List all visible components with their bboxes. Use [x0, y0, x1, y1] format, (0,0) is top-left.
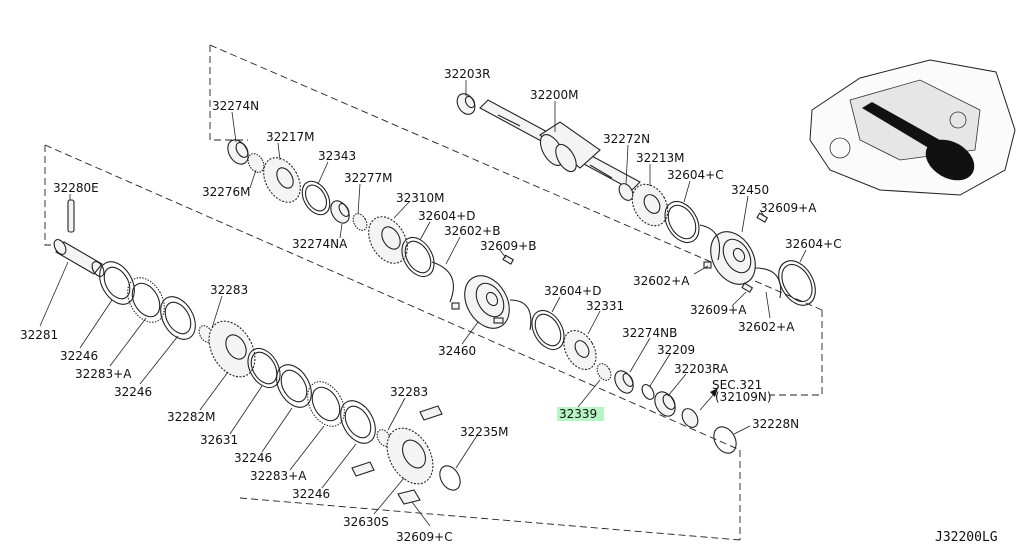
assembly-boundary-upper — [209, 44, 823, 396]
label-32246-2[interactable]: 32246 — [114, 385, 152, 399]
snap-ring-32604d-lower[interactable] — [509, 299, 571, 355]
label-32217m[interactable]: 32217M — [266, 130, 315, 144]
label-32283-1[interactable]: 32283 — [210, 283, 248, 297]
shaft-32281[interactable] — [52, 238, 107, 279]
gear-32310m[interactable] — [361, 210, 415, 270]
label-32274n[interactable]: 32274N — [212, 99, 259, 113]
arrow-to-sec — [699, 388, 718, 411]
label-32246-3[interactable]: 32246 — [234, 451, 272, 465]
label-32274nb[interactable]: 32274NB — [622, 326, 677, 340]
gear-32331[interactable] — [557, 325, 602, 375]
transmission-case-illustration — [809, 59, 1016, 196]
label-32277m[interactable]: 32277M — [344, 171, 393, 185]
sec-ref-line1[interactable]: SEC.321 — [712, 378, 762, 392]
bush-32274na[interactable] — [327, 198, 353, 227]
gear-32217m[interactable] — [256, 151, 308, 209]
washer-32246-b[interactable] — [154, 291, 203, 346]
washer-32246-a[interactable] — [93, 256, 142, 311]
label-32609a-1[interactable]: 32609+A — [760, 201, 817, 215]
snap-ring-32604c-upper[interactable] — [658, 195, 706, 248]
highlight-32339 — [557, 407, 604, 421]
part-labels: 32203R 32200M 32274N 32217M 32343 32272N… — [20, 67, 998, 545]
label-32609a-2[interactable]: 32609+A — [690, 303, 747, 317]
snap-ring-32604d-upper[interactable] — [395, 232, 440, 282]
label-32280e[interactable]: 32280E — [53, 181, 99, 195]
label-32235m[interactable]: 32235M — [460, 425, 509, 439]
diagram-code: J32200LG — [935, 530, 998, 545]
synchro-hub-32450[interactable] — [702, 224, 765, 292]
needle-32276m[interactable] — [245, 151, 267, 175]
main-shaft-32200m[interactable] — [479, 99, 641, 191]
label-32604c-1[interactable]: 32604+C — [667, 168, 724, 182]
label-32274na[interactable]: 32274NA — [292, 237, 348, 251]
bearing-32203r[interactable] — [454, 90, 479, 117]
label-32283a-1[interactable]: 32283+A — [75, 367, 132, 381]
bearing-32283a-a[interactable] — [120, 271, 172, 329]
spring-32602a-upper[interactable] — [699, 224, 721, 269]
washer-32246-d[interactable] — [334, 395, 383, 450]
label-32209[interactable]: 32209 — [657, 343, 695, 357]
label-32602a-2[interactable]: 32602+A — [738, 320, 795, 334]
washer-32343[interactable] — [297, 176, 336, 219]
label-32203r[interactable]: 32203R — [444, 67, 491, 81]
label-32276m[interactable]: 32276M — [202, 185, 251, 199]
label-32200m[interactable]: 32200M — [530, 88, 579, 102]
needle-32339[interactable] — [594, 361, 613, 383]
label-32630s[interactable]: 32630S — [343, 515, 389, 529]
label-32283-2[interactable]: 32283 — [390, 385, 428, 399]
synchro-32630s[interactable] — [351, 405, 443, 492]
cap-32228n[interactable] — [709, 423, 740, 457]
label-32609b[interactable]: 32609+B — [480, 239, 536, 253]
label-32602a-1[interactable]: 32602+A — [633, 274, 690, 288]
snap-ring-32604c-right[interactable] — [771, 254, 823, 312]
spring-32602b[interactable] — [431, 261, 460, 310]
needle-bearing-32272n[interactable] — [616, 181, 635, 203]
pin-32280e[interactable] — [67, 199, 75, 233]
leader-lines — [39, 80, 807, 527]
snap-ring-32235m[interactable] — [436, 462, 465, 494]
label-32283a-2[interactable]: 32283+A — [250, 469, 307, 483]
label-32343[interactable]: 32343 — [318, 149, 356, 163]
label-32203ra[interactable]: 32203RA — [674, 362, 729, 376]
label-32631[interactable]: 32631 — [200, 433, 238, 447]
label-32609c[interactable]: 32609+C — [396, 530, 453, 544]
needle-32277m[interactable] — [350, 211, 369, 233]
insert-32609c[interactable] — [397, 489, 421, 505]
label-32272n[interactable]: 32272N — [603, 132, 650, 146]
label-32339[interactable]: 32339 — [559, 407, 597, 421]
label-32213m[interactable]: 32213M — [636, 151, 685, 165]
label-32460[interactable]: 32460 — [438, 344, 476, 358]
bearing-32274n[interactable] — [224, 136, 253, 168]
synchro-hub-32460[interactable] — [456, 268, 519, 336]
label-32228n[interactable]: 32228N — [752, 417, 799, 431]
snap-ring-32631[interactable] — [241, 343, 286, 393]
label-32281[interactable]: 32281 — [20, 328, 58, 342]
nut-part[interactable] — [679, 406, 701, 430]
label-32604d-1[interactable]: 32604+D — [418, 209, 475, 223]
label-32450[interactable]: 32450 — [731, 183, 769, 197]
bearing-32203ra[interactable] — [651, 388, 680, 420]
label-32331[interactable]: 32331 — [586, 299, 624, 313]
bearing-32283a-b[interactable] — [300, 375, 352, 433]
washer-32246-c[interactable] — [270, 359, 319, 414]
bush-32274nb[interactable] — [611, 368, 637, 397]
label-32604c-2[interactable]: 32604+C — [785, 237, 842, 251]
label-32602b[interactable]: 32602+B — [444, 224, 500, 238]
gear-32282m[interactable] — [200, 313, 265, 385]
spring-32602a-right[interactable] — [741, 267, 782, 299]
gear-32213m[interactable] — [625, 178, 675, 232]
label-32246-4[interactable]: 32246 — [292, 487, 330, 501]
washer-32209[interactable] — [640, 383, 657, 402]
label-32246-1[interactable]: 32246 — [60, 349, 98, 363]
label-32282m[interactable]: 32282M — [167, 410, 216, 424]
label-32604d-2[interactable]: 32604+D — [544, 284, 601, 298]
sec-ref-line2[interactable]: (32109N) — [715, 390, 772, 404]
label-32310m[interactable]: 32310M — [396, 191, 445, 205]
